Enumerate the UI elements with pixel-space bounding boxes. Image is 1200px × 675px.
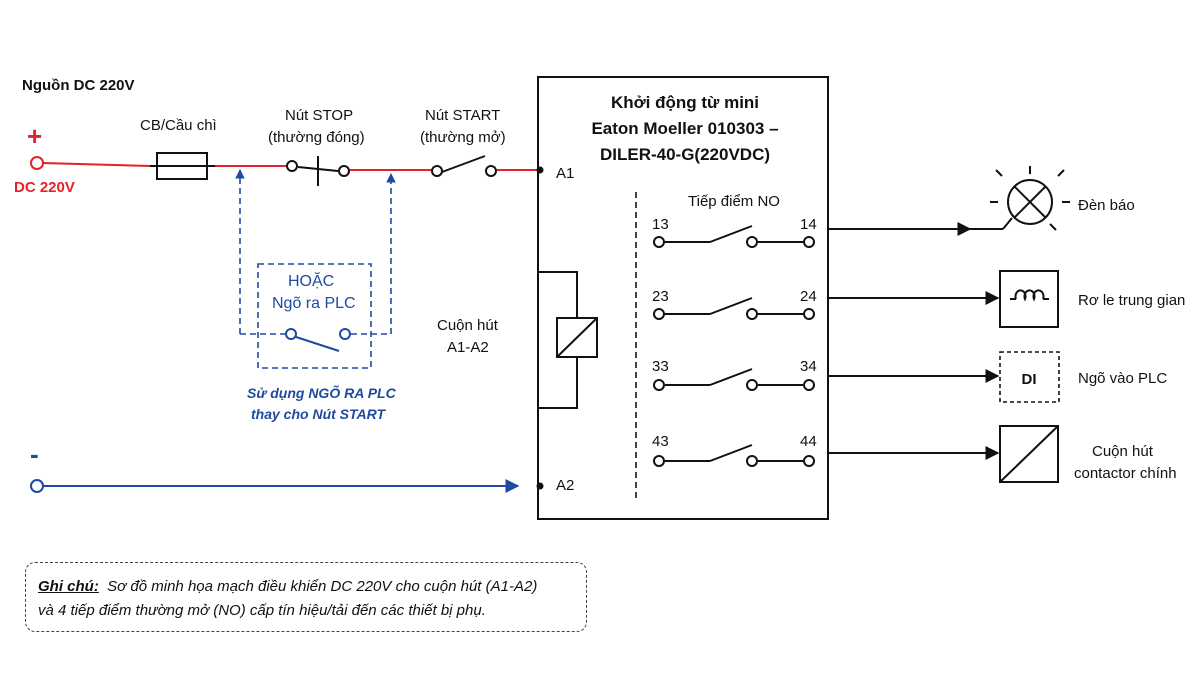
contact-43-44: 43 44: [652, 433, 817, 467]
terminal-34: 34: [800, 358, 817, 375]
starter-title-2: Eaton Moeller 010303 –: [591, 119, 778, 138]
minus-terminal: [30, 479, 44, 493]
terminal-a2: A2: [556, 477, 574, 494]
di-box: [999, 351, 1060, 403]
lamp-wire: [828, 217, 1013, 236]
terminal-44: 44: [800, 433, 817, 450]
terminal-23: 23: [652, 288, 669, 305]
coil-label-1: Cuộn hút: [437, 317, 499, 334]
contactor-label-1: Cuộn hút: [1092, 443, 1154, 460]
plc-alt-caption-1: Sử dụng NGÕ RA PLC: [247, 384, 397, 401]
stop-button-label: Nút STOP: [285, 107, 353, 124]
start-button-sublabel: (thường mở): [420, 129, 506, 146]
stop-button-sublabel: (thường đóng): [268, 129, 365, 146]
starter-title-3: DILER-40-G(220VDC): [600, 145, 770, 164]
terminal-a2-dot: [536, 482, 544, 490]
contactor-label-2: contactor chính: [1074, 465, 1177, 482]
terminal-a1-dot: [536, 166, 544, 174]
note-text-1: Sơ đồ minh họa mạch điều khiển DC 220V c…: [107, 578, 538, 595]
start-button-label: Nút START: [425, 107, 500, 124]
coil-label-2: A1-A2: [447, 339, 489, 356]
plus-label: DC 220V: [14, 179, 75, 196]
terminal-a1: A1: [556, 165, 574, 182]
plc-alt-caption-2: thay cho Nút START: [251, 406, 386, 422]
contactor-coil-icon: [999, 425, 1059, 483]
relay-coil-icon: [999, 270, 1059, 328]
minus-sign: -: [30, 439, 39, 469]
starter-title-1: Khởi động từ mini: [611, 93, 759, 112]
contact-13-14: 13 14: [652, 216, 817, 248]
plc-input-label: Ngõ vào PLC: [1078, 370, 1167, 387]
start-button-symbol: [431, 155, 497, 177]
relay-label: Rơ le trung gian: [1078, 292, 1185, 309]
plc-output-contact: [285, 328, 351, 352]
terminal-13: 13: [652, 216, 669, 233]
breaker-label: CB/Cầu chì: [140, 117, 217, 134]
lamp-label: Đèn báo: [1078, 197, 1135, 214]
contacts-label: Tiếp điểm NO: [688, 193, 780, 210]
starter-box: [537, 76, 829, 520]
contact-23-24: 23 24: [652, 288, 817, 320]
source-label: Nguồn DC 220V: [22, 77, 135, 94]
plc-bypass-lines: [235, 169, 396, 369]
positive-wire: [42, 162, 540, 171]
note-box: Ghi chú: Sơ đồ minh họa mạch điều khiển …: [25, 562, 587, 632]
terminal-24: 24: [800, 288, 817, 305]
terminal-14: 14: [800, 216, 817, 233]
di-box-label: DI: [1022, 371, 1037, 388]
plc-alt-output: Ngõ ra PLC: [272, 295, 356, 312]
plus-terminal: [30, 156, 44, 170]
indicator-lamp-icon: [990, 166, 1070, 231]
plc-alt-or: HOẶC: [288, 271, 334, 290]
stop-button-symbol: [286, 156, 350, 186]
note-line-2: và 4 tiếp điểm thường mở (NO) cấp tín hi…: [38, 599, 586, 623]
plus-sign: +: [27, 121, 42, 151]
note-text-2: và 4 tiếp điểm thường mở (NO) cấp tín hi…: [38, 602, 486, 619]
terminal-33: 33: [652, 358, 669, 375]
contact-33-34: 33 34: [652, 358, 817, 391]
fuse-symbol: [150, 152, 215, 180]
terminal-43: 43: [652, 433, 669, 450]
note-label: Ghi chú:: [38, 578, 99, 595]
note-line-1: Ghi chú: Sơ đồ minh họa mạch điều khiển …: [38, 575, 586, 599]
coil-symbol: [538, 271, 598, 409]
